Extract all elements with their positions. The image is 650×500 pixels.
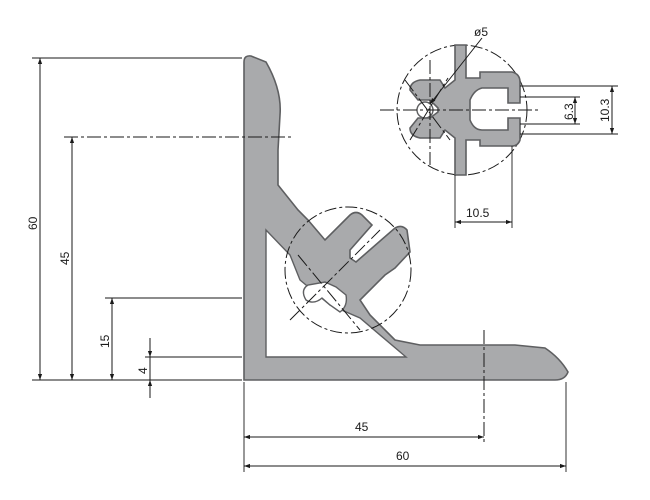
dim-label-width-45: 45 bbox=[355, 420, 369, 434]
slot-center-line-a bbox=[289, 229, 381, 321]
dim-label-6-3: 6.3 bbox=[562, 103, 576, 120]
dim-label-height-15: 15 bbox=[98, 334, 112, 348]
detail-reference-circle bbox=[284, 206, 412, 334]
dim-label-width-60: 60 bbox=[396, 449, 410, 463]
detail-diagonal-axis-a bbox=[404, 79, 451, 141]
slot-center-line-b bbox=[297, 254, 361, 331]
diameter-label: ø5 bbox=[474, 25, 488, 39]
detail-view bbox=[380, 44, 540, 176]
dim-label-10-3: 10.3 bbox=[598, 98, 612, 122]
dim-label-10-5: 10.5 bbox=[466, 206, 490, 220]
diameter-leader bbox=[429, 37, 483, 105]
dim-label-height-45: 45 bbox=[58, 251, 72, 265]
detail-diagonal-axis-b bbox=[409, 77, 449, 141]
profile-slot-cavity bbox=[302, 281, 348, 313]
corner-profile bbox=[243, 55, 569, 381]
dim-label-height-60: 60 bbox=[26, 216, 40, 230]
dim-label-height-4: 4 bbox=[136, 367, 150, 374]
detail-profile bbox=[409, 44, 521, 176]
